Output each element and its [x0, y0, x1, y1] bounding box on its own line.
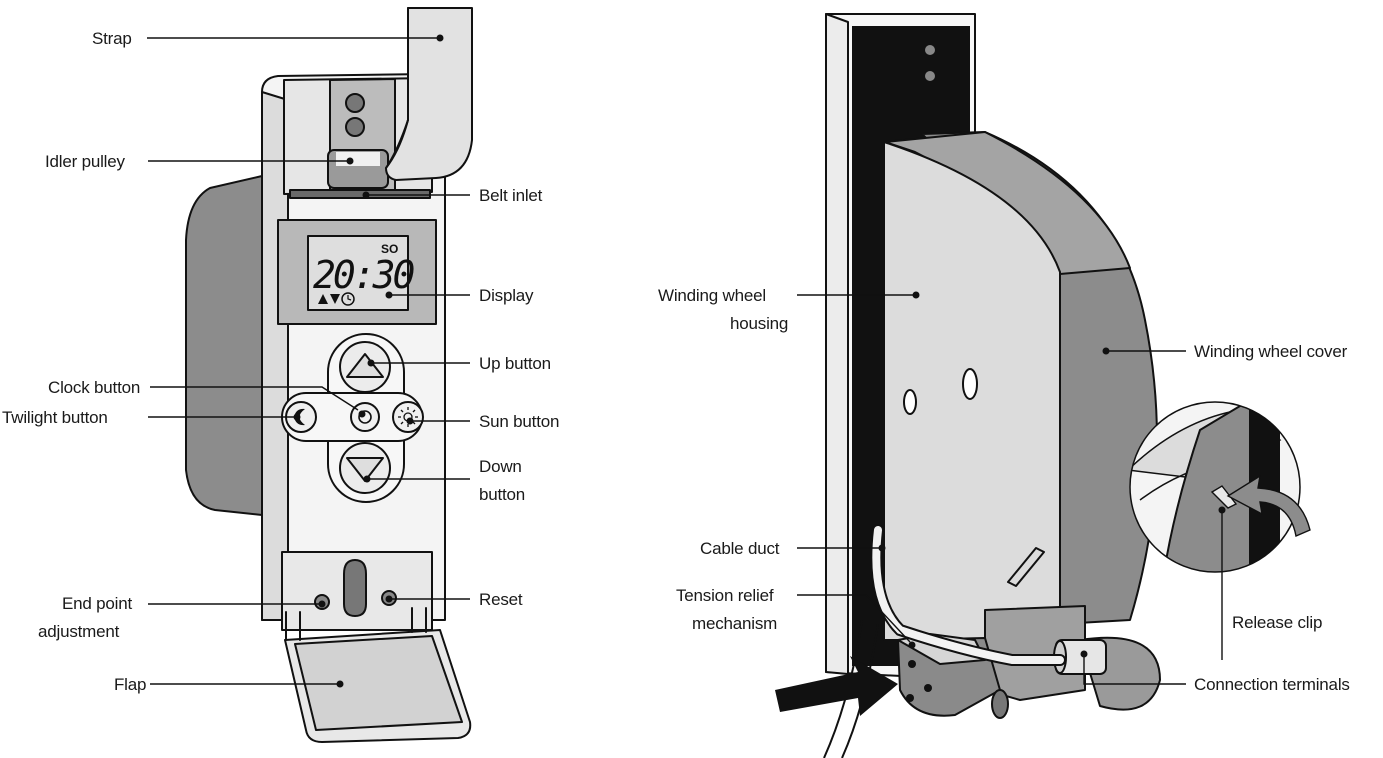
push-arrow-icon [775, 656, 898, 716]
tension-relief-knob [991, 689, 1009, 719]
label-clock-button: Clock button [48, 378, 140, 397]
flap-inner [294, 635, 463, 731]
belt-inlet [289, 189, 431, 199]
cavity-hole-lower [925, 71, 935, 81]
down-arrow-icon [346, 457, 384, 482]
belt-winder-front-view: SO 20:30 [185, 7, 473, 743]
lcd-day: SO [381, 242, 398, 256]
frame-side [825, 13, 849, 675]
label-down-button-line2: button [479, 485, 525, 504]
sun-button[interactable] [392, 401, 424, 433]
label-up-button: Up button [479, 354, 551, 373]
housing-hole-right [962, 368, 978, 400]
label-tension-relief-line2: mechanism [692, 614, 777, 633]
strap-edge [385, 7, 409, 169]
label-reset: Reset [479, 590, 523, 609]
label-end-point-line1: End point [62, 594, 133, 613]
idler-pulley-highlight [336, 152, 380, 166]
lcd-clock-icon [341, 292, 355, 306]
label-winding-housing-line2: housing [730, 314, 788, 333]
lcd-time: 20:30 [313, 253, 415, 297]
screw-lower [345, 117, 365, 137]
lcd-screen [307, 235, 409, 311]
press-arrow-icon [1226, 474, 1311, 537]
right-callouts: Winding wheel housing Winding wheel cove… [658, 286, 1350, 694]
lcd-up-arrow-icon [318, 294, 328, 304]
rear-housing [185, 175, 263, 516]
label-end-point-line2: adjustment [38, 622, 120, 641]
clock-icon [358, 410, 372, 424]
label-strap: Strap [92, 29, 132, 48]
sun-icon [398, 407, 418, 427]
label-sun-button: Sun button [479, 412, 559, 431]
up-button[interactable] [339, 341, 391, 393]
label-cable-duct: Cable duct [700, 539, 780, 558]
label-winding-cover: Winding wheel cover [1194, 342, 1348, 361]
label-connection-terminals: Connection terminals [1194, 675, 1350, 694]
lcd-down-arrow-icon [330, 294, 340, 304]
inset-cover [1158, 402, 1251, 572]
flap-hinge-right [411, 607, 427, 633]
lower-slot [343, 559, 367, 617]
release-clip[interactable] [1210, 485, 1238, 509]
label-tension-relief-line1: Tension relief [676, 586, 774, 605]
down-button[interactable] [339, 442, 391, 494]
label-release-clip: Release clip [1232, 613, 1322, 632]
left-callouts: Strap Idler pulley Belt inlet Display Up… [2, 29, 559, 694]
clock-button[interactable] [350, 402, 380, 432]
up-arrow-icon [346, 353, 384, 378]
housing-clip-mark [1007, 547, 1045, 587]
housing-hole-left [903, 389, 917, 415]
label-belt-inlet: Belt inlet [479, 186, 543, 205]
label-display: Display [479, 286, 534, 305]
flap-hinge-left [285, 611, 301, 641]
label-winding-housing-line1: Winding wheel [658, 286, 766, 305]
belt-winder-interior-view [775, 13, 1311, 758]
label-flap: Flap [114, 675, 146, 694]
screw-upper [345, 93, 365, 113]
cavity-hole-upper [925, 45, 935, 55]
label-twilight-button: Twilight button [2, 408, 108, 427]
release-clip-inset [1129, 401, 1311, 573]
label-idler-pulley: Idler pulley [45, 152, 126, 171]
label-down-button-line1: Down [479, 457, 522, 476]
